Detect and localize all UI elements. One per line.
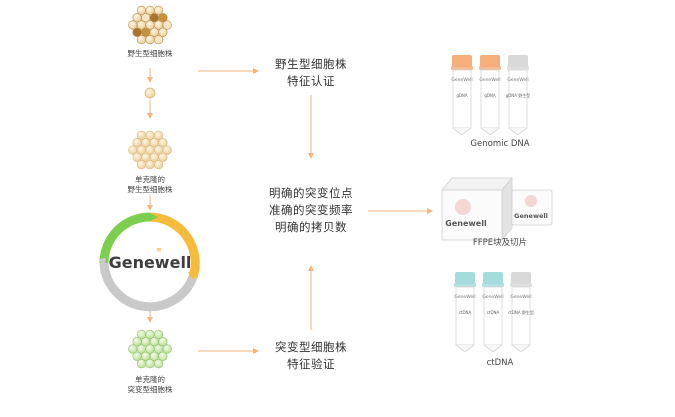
tube: GeneWell ctDNA <box>482 272 504 353</box>
tube-brand: GeneWell <box>479 77 500 83</box>
cell <box>145 359 155 369</box>
tube-brand: GeneWell <box>482 294 503 300</box>
tube: GeneWell gDNA <box>479 55 501 136</box>
cell <box>145 160 155 170</box>
mono-mutant-label: 单克隆的 突变型细胞株 <box>110 375 190 395</box>
tube-brand: GeneWell <box>507 77 528 83</box>
genewell-logo: Genewell <box>109 253 192 272</box>
tube-label: gDNA 野生型 <box>506 92 531 98</box>
cell <box>162 344 172 354</box>
mono-wildtype-line1: 单克隆的 <box>135 175 165 184</box>
mono-wildtype-label: 单克隆的 野生型细胞株 <box>110 175 190 195</box>
cell <box>158 13 168 23</box>
ctdna-label: ctDNA <box>486 358 514 368</box>
tube-label: gDNA <box>456 93 468 98</box>
wildtype-label: 野生型细胞株 <box>127 49 173 58</box>
wildtype-verify-label: 野生型细胞株 特征认证 <box>256 56 366 90</box>
wildtype-verify-line1: 野生型细胞株 <box>275 57 347 71</box>
tube-label: ctDNA <box>487 310 500 315</box>
cell <box>154 5 164 15</box>
ffpe-block-brand: Genewell <box>445 219 487 228</box>
cell <box>154 130 164 140</box>
ffpe-slide-brand: Genewell <box>514 212 548 220</box>
cell <box>162 145 172 155</box>
tube-brand: GeneWell <box>510 294 531 300</box>
tube: GeneWell ctDNA <box>454 272 476 353</box>
tube-label: ctDNA <box>459 310 472 315</box>
mono-mutant-line2: 突变型细胞株 <box>127 385 173 394</box>
mono-mutant-line1: 单克隆的 <box>135 375 165 384</box>
cell <box>136 160 146 170</box>
result-line2: 准确的突变频率 <box>269 203 353 217</box>
tube: GeneWell gDNA <box>451 55 473 136</box>
cell <box>158 27 168 37</box>
single-cell <box>144 87 156 99</box>
wildtype-cell-cluster <box>128 5 172 45</box>
genomic-dna-label: Genomic DNA <box>470 139 530 149</box>
result-line1: 明确的突变位点 <box>269 186 353 200</box>
cell <box>158 138 168 148</box>
ctdna-tubes: GeneWell ctDNA GeneWell ctDNA GeneWell ctDNA … <box>454 272 534 353</box>
cycle-ring <box>99 212 200 312</box>
cell <box>158 351 168 361</box>
cell <box>154 359 164 369</box>
mono-mutant-cell-cluster <box>128 329 172 369</box>
mutant-verify-line1: 突变型细胞株 <box>275 340 347 354</box>
wildtype-verify-line2: 特征认证 <box>287 74 335 88</box>
genewell-logo-mark: ≋ <box>156 246 162 254</box>
tube-brand: GeneWell <box>454 294 475 300</box>
cell <box>136 359 146 369</box>
cell <box>154 35 164 45</box>
cell <box>162 20 172 30</box>
cell <box>154 160 164 170</box>
tube: GeneWell ctDNA 野生型 <box>508 272 534 353</box>
cell <box>158 337 168 347</box>
genomic-dna-tubes: GeneWell gDNA GeneWell gDNA GeneWell gDNA 野生型 <box>451 55 531 136</box>
tube: GeneWell gDNA 野生型 <box>506 55 531 136</box>
cell <box>154 329 164 339</box>
tube-label: gDNA <box>484 93 496 98</box>
mutant-verify-label: 突变型细胞株 特征验证 <box>256 339 366 373</box>
ffpe-block <box>441 176 513 242</box>
mutant-verify-line2: 特征验证 <box>287 357 335 371</box>
cell <box>158 152 168 162</box>
tube-brand: GeneWell <box>451 77 472 83</box>
cell <box>136 35 146 45</box>
cell <box>145 35 155 45</box>
mono-wildtype-cell-cluster <box>128 130 172 170</box>
ffpe-label: FFPE块及切片 <box>472 238 528 248</box>
ffpe-slide <box>511 189 553 226</box>
mono-wildtype-line2: 野生型细胞株 <box>127 185 173 194</box>
result-label: 明确的突变位点 准确的突变频率 明确的拷贝数 <box>246 185 376 236</box>
tube-label: ctDNA 野生型 <box>508 309 534 315</box>
result-line3: 明确的拷贝数 <box>275 220 347 234</box>
